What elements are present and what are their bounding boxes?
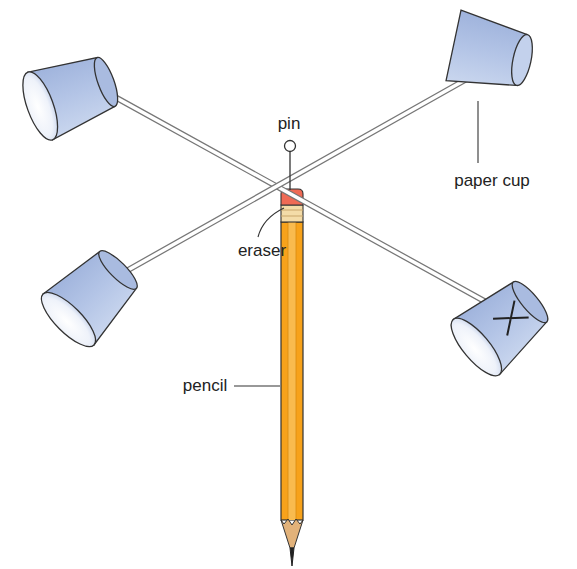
pin-drawing: [285, 141, 296, 191]
leader-lines: [234, 101, 478, 386]
part-label: paper cup: [454, 172, 530, 191]
pin-label: pin: [278, 115, 301, 134]
part-label: eraser: [238, 242, 286, 261]
straw-arms: [82, 62, 515, 318]
paper-cups: [16, 10, 560, 383]
part-label: pencil: [183, 377, 227, 396]
